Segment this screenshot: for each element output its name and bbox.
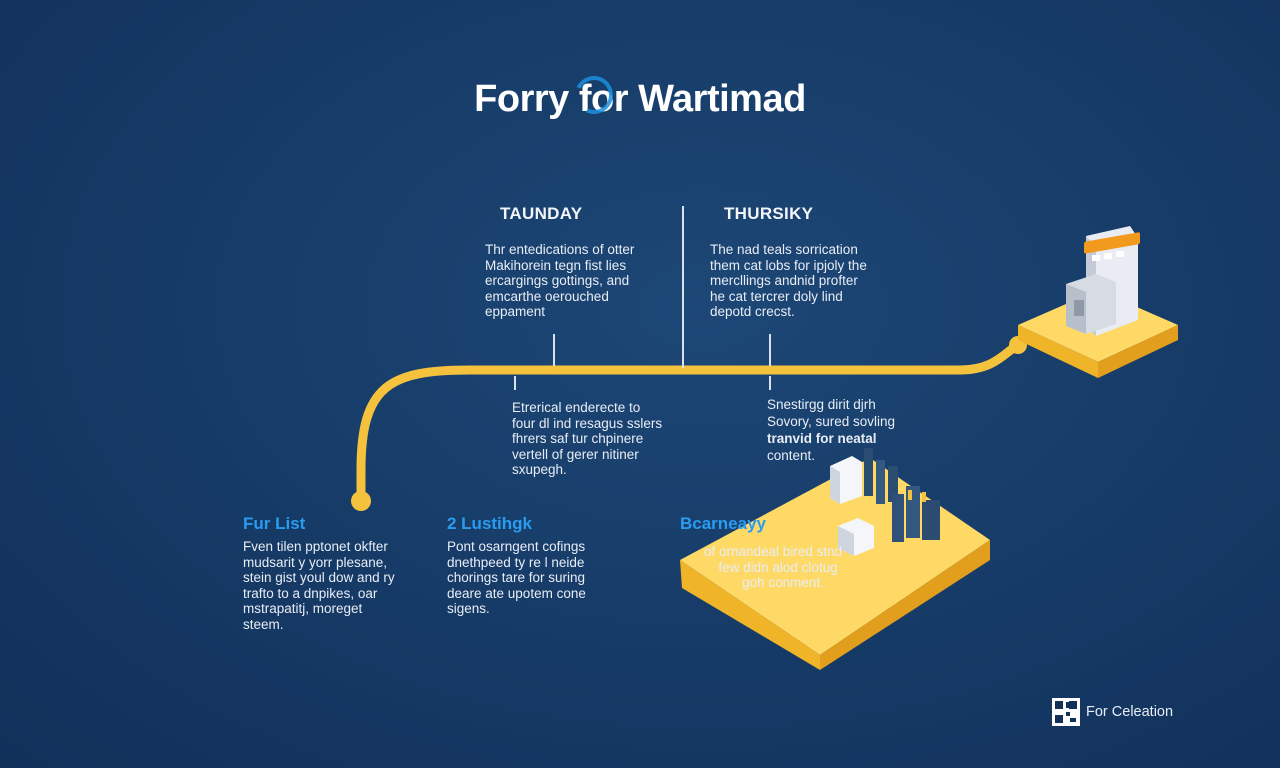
connector-center [682,206,684,368]
stage-title-3: Bcarneayy [680,514,767,533]
stage-description-1: Fven tilen pptonet okfter mudsarit y yor… [243,539,395,632]
top-right-description: The nad teals sorrication them cat lobs … [710,242,867,319]
connector-top-left [553,334,555,366]
connector-bottom-right [769,376,771,390]
footer: For Celeation [1052,698,1173,726]
connector-bottom-left [514,376,516,390]
day-label-right: THURSIKY [724,204,814,223]
page-title: Forry for Wartimad [474,78,806,120]
stage-description-3: of ornandeal bired stnd few didn alod cl… [704,544,843,590]
middle-left-description: Etrerical enderecte to four dl ind resag… [512,400,663,477]
middle-right-description: Snestirgg dirit djrh Sovory, sured sovli… [767,397,896,463]
stage-title-1: Fur List [243,514,306,533]
stage-title-2: 2 Lustihgk [447,514,533,533]
server-platform [1018,226,1178,378]
inventory-platform [680,448,990,670]
stage-description-2: Pont osarngent cofings dnethpeed ty re l… [447,539,586,616]
qr-code-icon [1052,698,1080,726]
timeline-start-dot [351,491,371,511]
connector-top-right [769,334,771,366]
timeline-path [356,340,1023,505]
footer-text: For Celeation [1086,704,1174,720]
top-left-description: Thr entedications of otter Makihorein te… [485,242,635,319]
day-label-left: TAUNDAY [500,204,583,223]
